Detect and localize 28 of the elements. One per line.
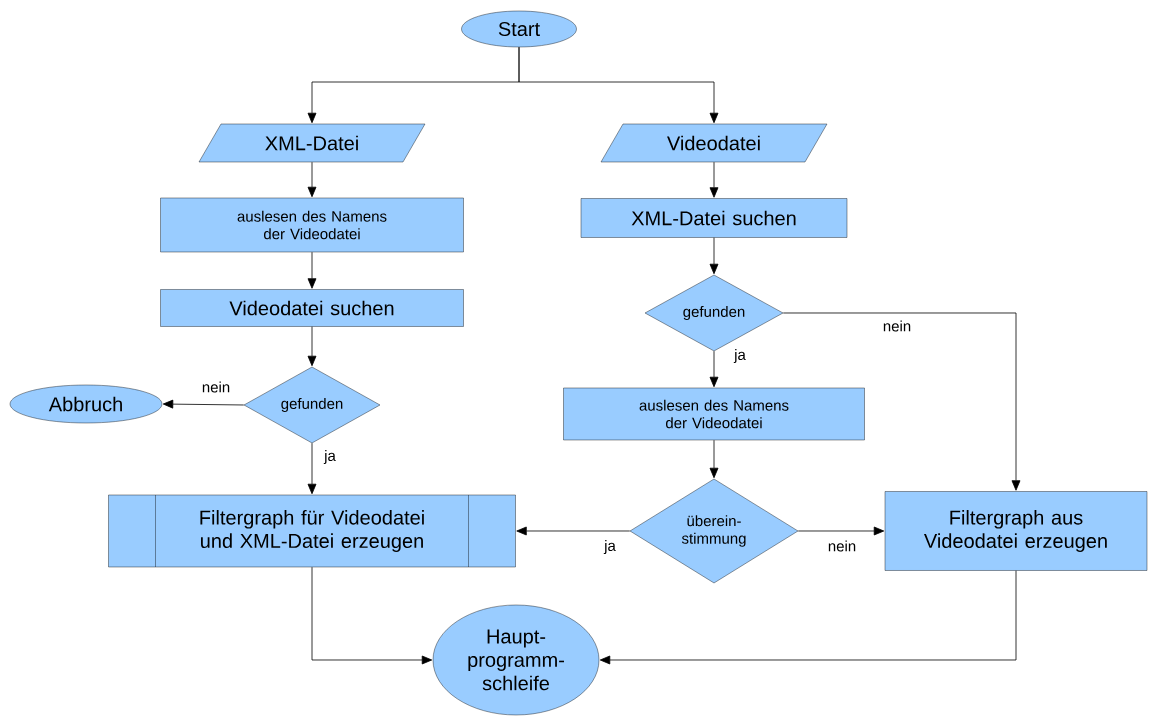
- arrow: [797, 526, 885, 536]
- edge-label: nein: [881, 319, 913, 333]
- edge-label: nein: [826, 539, 858, 553]
- predefined-process-box: Filtergraph für Videodatei und XML-Datei erzeugen: [108, 494, 516, 568]
- process-box: Filtergraph aus Videodatei erzeugen: [884, 491, 1148, 571]
- process-box: auslesen des Namens der Videodatei: [563, 387, 865, 441]
- process-box: XML-Datei suchen: [580, 198, 848, 238]
- arrow: [709, 161, 719, 198]
- arrow: [307, 251, 317, 289]
- arrow: [307, 161, 317, 198]
- arrow: [709, 237, 719, 275]
- input-parallelogram: XML-Datei: [198, 123, 426, 163]
- arrow: [516, 526, 631, 536]
- process-box: Videodatei suchen: [160, 289, 464, 327]
- arrow: [709, 350, 719, 388]
- edge-label: ja: [323, 449, 337, 465]
- arrow: [782, 312, 1021, 491]
- arrow: [709, 439, 719, 479]
- arrow: [307, 442, 317, 495]
- edge-label: nein: [200, 380, 232, 394]
- arrow: [518, 46, 719, 124]
- arrow: [307, 326, 317, 367]
- process-box: auslesen des Namens der Videodatei: [160, 197, 464, 253]
- arrow: [599, 570, 1017, 665]
- arrow: [162, 399, 245, 409]
- input-parallelogram: Videodatei: [600, 123, 828, 163]
- edge-label: ja: [603, 539, 617, 555]
- arrow: [311, 566, 433, 665]
